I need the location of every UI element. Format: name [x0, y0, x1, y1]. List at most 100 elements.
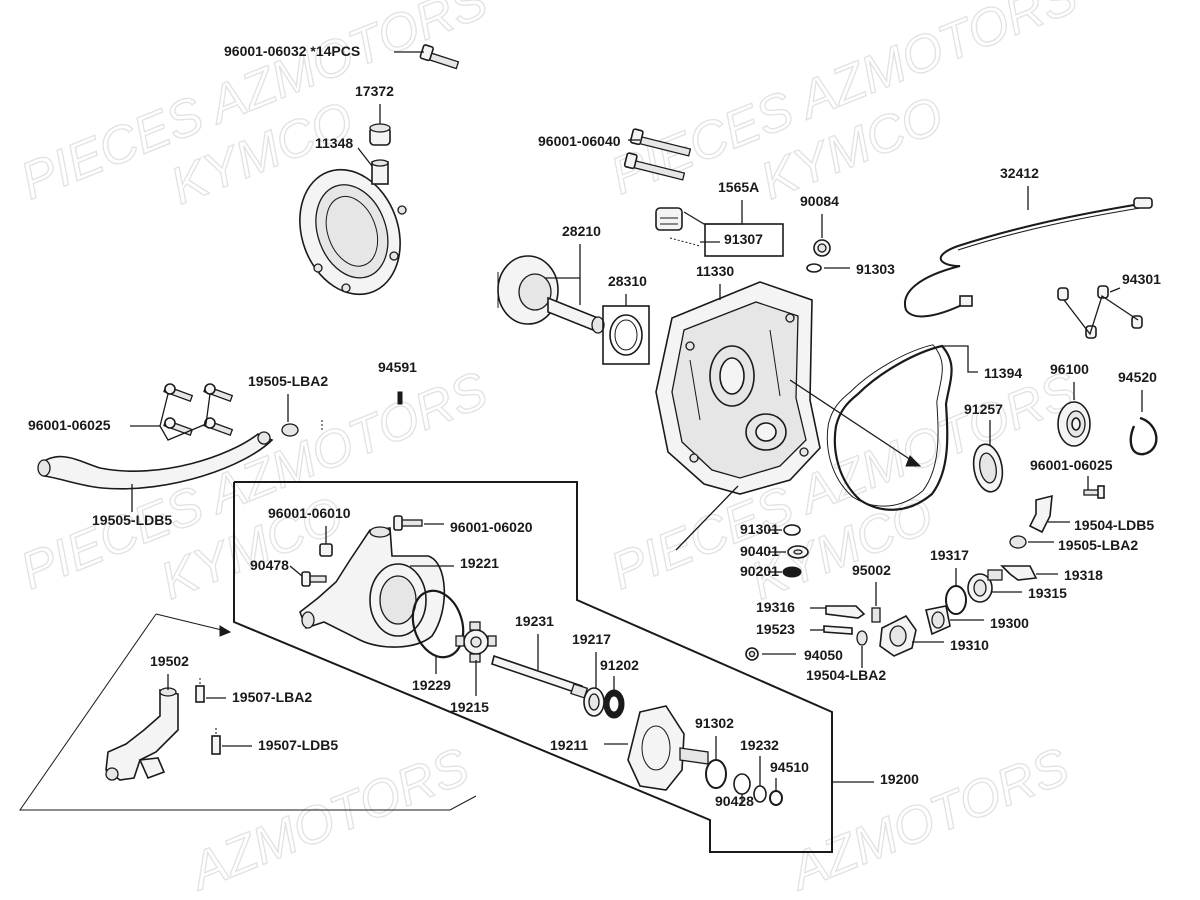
part-label-11330: 11330: [696, 263, 734, 279]
part-19215-impeller: [455, 621, 497, 663]
part-19502-group-frame: [19, 613, 477, 811]
part-label-19310: 19310: [950, 637, 989, 653]
part-96001-06020-bolt: [393, 515, 423, 531]
part-label-96001-06020: 96001-06020: [450, 519, 533, 535]
part-32412-wire-harness: [903, 197, 1153, 318]
part-label-94510: 94510: [770, 759, 809, 775]
part-label-32412: 32412: [1000, 165, 1039, 181]
part-94050-nut: [745, 647, 759, 661]
part-19504-LBA2-clamp: [856, 630, 868, 646]
part-label-90428: 90428: [715, 793, 754, 809]
part-label-19229: 19229: [412, 677, 451, 693]
part-label-19232: 19232: [740, 737, 779, 753]
part-19317-o-ring: [945, 585, 967, 615]
part-19315-thermostat-cover: [967, 569, 1003, 603]
part-94301-dowel-pins: [1057, 285, 1143, 339]
part-label-19505-LBA2-a: 19505-LBA2: [248, 373, 328, 389]
part-90478-bolt: [301, 571, 327, 587]
part-11348-fan-cover: [299, 159, 407, 296]
part-19231-pump-shaft: [491, 654, 589, 699]
part-label-96001-06025-a: 96001-06025: [28, 417, 111, 433]
part-label-19523: 19523: [756, 621, 795, 637]
part-label-91257: 91257: [964, 401, 1003, 417]
part-11330-crankcase-cover: [655, 281, 821, 495]
part-19316-hose: [825, 605, 866, 619]
part-90201-washer: [782, 566, 802, 578]
part-19507-LDB5-clamp: [211, 728, 221, 755]
part-label-1565A: 1565A: [718, 179, 759, 195]
watermark-text: AZMOTORS: [180, 737, 477, 900]
part-96001-06025-bolts-left: [163, 383, 234, 437]
part-label-96001-06010: 96001-06010: [268, 505, 351, 521]
part-label-94050: 94050: [804, 647, 843, 663]
part-95002-clip: [871, 607, 881, 623]
part-19232-ring: [753, 785, 767, 803]
part-label-19504-LBA2: 19504-LBA2: [806, 667, 886, 683]
watermark-text: AZMOTORS: [780, 737, 1077, 900]
part-11394-gasket: [826, 344, 953, 511]
part-label-28310: 28310: [608, 273, 647, 289]
part-label-96001-06032: 96001-06032 *14PCS: [224, 43, 360, 59]
part-label-19317: 19317: [930, 547, 969, 563]
part-96001-06032-bolt: [419, 44, 460, 70]
part-19505-LDB5-hose: [37, 431, 274, 490]
part-19318-bracket: [1000, 565, 1038, 581]
part-19505-LBA2-clamp-right: [1009, 535, 1027, 549]
part-label-19300: 19300: [990, 615, 1029, 631]
part-label-91202: 91202: [600, 657, 639, 673]
part-90428-washer: [733, 773, 751, 795]
part-94591-pin: [397, 391, 403, 405]
part-label-11348: 11348: [315, 135, 353, 151]
part-label-94591: 94591: [378, 359, 417, 375]
part-19217-mechanical-seal: [583, 687, 605, 717]
part-19505-LBA2-clamp-left: [281, 420, 323, 437]
part-91303-o-ring: [806, 263, 822, 273]
part-19229-o-ring: [411, 589, 465, 659]
part-19211-pump-body: [627, 705, 709, 791]
part-96100-bearing: [1057, 401, 1091, 447]
part-19502-hose: [105, 687, 179, 781]
part-91202-oil-seal: [603, 689, 625, 719]
part-label-11394: 11394: [984, 365, 1022, 381]
part-label-90201: 90201: [740, 563, 779, 579]
part-17372-cap: [369, 123, 391, 146]
part-96001-06040-bolts: [623, 128, 692, 181]
part-label-91302: 91302: [695, 715, 734, 731]
part-label-19318: 19318: [1064, 567, 1103, 583]
part-19523-hose: [823, 625, 853, 635]
part-label-91303: 91303: [856, 261, 895, 277]
part-label-19221: 19221: [460, 555, 499, 571]
part-91302-o-ring: [705, 759, 727, 789]
part-91301-washer: [783, 524, 801, 536]
part-label-95002: 95002: [852, 562, 891, 578]
part-label-90478: 90478: [250, 557, 289, 573]
part-28310-bearing-set: [602, 305, 650, 365]
part-label-94301: 94301: [1122, 271, 1161, 287]
part-90401-washer: [787, 545, 809, 559]
part-label-28210: 28210: [562, 223, 601, 239]
part-96001-06010-bolt: [319, 543, 333, 557]
part-label-19217: 19217: [572, 631, 611, 647]
part-label-96100: 96100: [1050, 361, 1089, 377]
part-label-19507-LDB5: 19507-LDB5: [258, 737, 338, 753]
part-label-19200: 19200: [880, 771, 919, 787]
part-1565A-filter-kit: [655, 207, 784, 257]
part-label-19505-LDB5: 19505-LDB5: [92, 512, 172, 528]
part-94510-clip: [769, 790, 783, 806]
part-28210-starter-clutch: [497, 255, 605, 334]
part-label-19504-LDB5: 19504-LDB5: [1074, 517, 1154, 533]
part-label-19507-LBA2: 19507-LBA2: [232, 689, 312, 705]
part-19300-thermostat: [925, 605, 951, 636]
part-label-90401: 90401: [740, 543, 779, 559]
part-number-labels: 96001-06032 *14PCS 17372 11348 96001-06040 1…: [28, 43, 1161, 809]
part-19310-thermostat-housing: [879, 614, 917, 657]
part-label-19315: 19315: [1028, 585, 1067, 601]
part-label-94520: 94520: [1118, 369, 1157, 385]
part-label-19502: 19502: [150, 653, 189, 669]
part-19507-LBA2-clamp: [195, 678, 205, 703]
part-label-96001-06025-b: 96001-06025: [1030, 457, 1113, 473]
part-label-17372: 17372: [355, 83, 394, 99]
part-label-96001-06040: 96001-06040: [538, 133, 621, 149]
part-label-19316: 19316: [756, 599, 795, 615]
